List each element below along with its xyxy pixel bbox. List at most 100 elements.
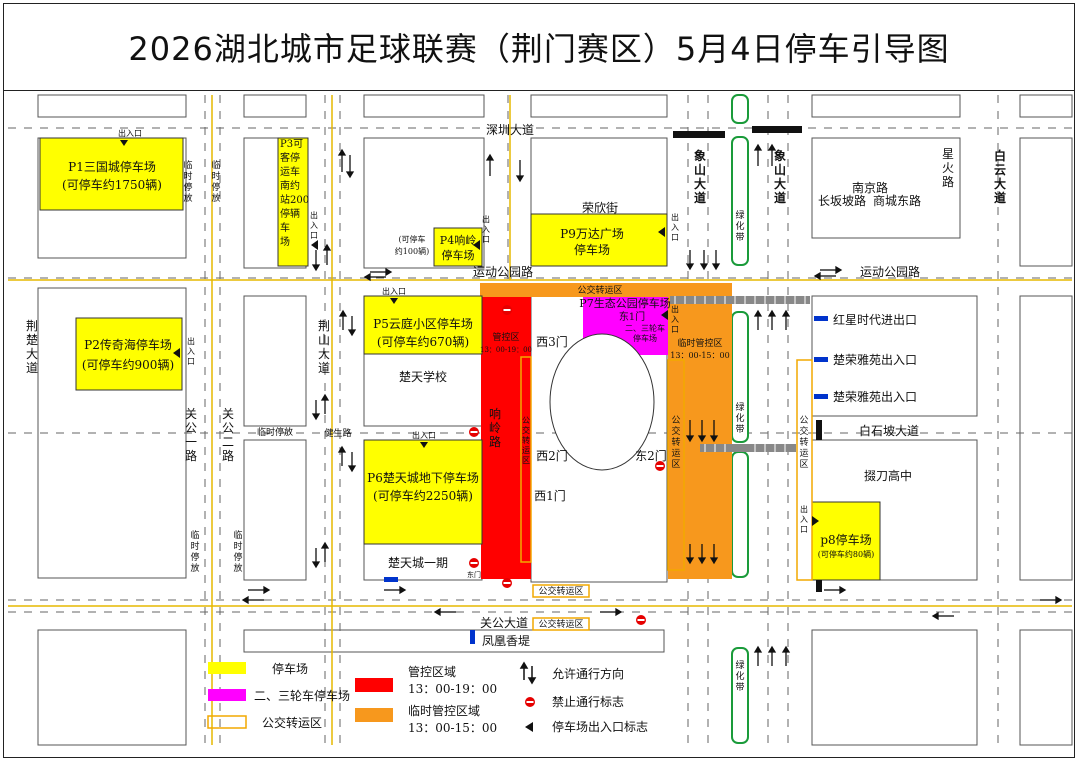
gate-east1: 东1门 xyxy=(619,310,645,323)
bus-zone-right xyxy=(796,359,813,581)
green-belt-strip xyxy=(731,647,749,744)
block xyxy=(811,295,978,417)
green-belt-label: 绿化带 xyxy=(735,401,744,435)
entrance-marker-blue xyxy=(814,394,828,399)
green-belt-strip xyxy=(731,451,749,578)
green-belt-label: 绿化带 xyxy=(735,659,744,693)
bus-zone-label-inner: 公交转运区 xyxy=(522,416,530,465)
bus-zone-bottom-1 xyxy=(532,584,590,598)
p7-sub: 二、三轮车停车场 xyxy=(625,323,665,343)
legend-swatch-tricycle xyxy=(208,689,246,701)
bus-zone-label-top: 公交转运区 xyxy=(577,284,622,296)
gate-east-small: 东门 xyxy=(467,570,481,579)
chuyayuan-entrance-2: 楚荣雅苑出入口 xyxy=(833,389,917,404)
crosswalk-hatch xyxy=(670,296,810,452)
legend-temp-time: 13：00-15：00 xyxy=(408,721,497,735)
entrance-label: 出入口 xyxy=(412,430,436,440)
bus-zone-inner xyxy=(520,356,532,563)
road-label-rongxin: 荣欣街 xyxy=(582,201,618,215)
road-label-baishipo: 白石坡大道 xyxy=(859,423,919,438)
legend-swatch-temp xyxy=(355,708,393,722)
gate-west3: 西3门 xyxy=(536,334,568,349)
road-label-yundong: 运动公园路 xyxy=(473,264,533,279)
p5-capacity: (可停车约670辆) xyxy=(377,334,469,349)
legend-bus: 公交转运区 xyxy=(262,715,322,730)
gate-west2: 西2门 xyxy=(536,448,568,463)
control-zone-time: 13：00-19：00 xyxy=(480,346,532,354)
road-barrier xyxy=(752,126,802,133)
entrance-label: 出入口 xyxy=(800,504,808,534)
road-label-yundong-east: 运动公园路 xyxy=(860,264,920,279)
temp-parking-label: 临时停放 xyxy=(183,159,192,204)
stadium xyxy=(549,333,655,471)
block xyxy=(37,629,187,746)
legend-temp: 临时管控区域 xyxy=(408,703,480,718)
gate-west1: 西1门 xyxy=(534,488,566,503)
control-zone-label: 管控区 xyxy=(492,331,519,343)
block xyxy=(1019,137,1073,267)
p4-capacity: (可停车约100辆) xyxy=(395,234,429,256)
legend-control-time: 13：00-19：00 xyxy=(408,682,497,696)
p9-name: P9万达广场停车场 xyxy=(560,227,624,257)
hongxing-entrance: 红星时代进出口 xyxy=(833,312,917,327)
legend xyxy=(207,661,537,732)
road-label-baiyun: 白云大道 xyxy=(994,148,1006,205)
legend-entrance: 停车场出入口标志 xyxy=(552,719,648,734)
temp-parking-label: 临时停放 xyxy=(257,426,293,438)
road-label-changban: 长坂坡路 xyxy=(818,193,866,208)
entrance-label: 出入口 xyxy=(310,210,318,240)
road-barrier xyxy=(816,580,822,592)
legend-forbidden: 禁止通行标志 xyxy=(552,695,624,709)
p2-parking-lot xyxy=(75,317,183,391)
p1-capacity: (可停车约1750辆) xyxy=(62,177,162,192)
bus-zone-left xyxy=(667,359,685,571)
p8-capacity: (可停车约80辆) xyxy=(818,549,874,559)
legend-allowed: 允许通行方向 xyxy=(552,666,624,681)
temp-parking-label: 临时停放 xyxy=(233,529,242,574)
legend-swatch-bus xyxy=(207,715,247,729)
p8-parking-lot xyxy=(811,501,881,581)
road-label-jingshan: 荆山大道 xyxy=(318,319,330,375)
chutian-phase1: 楚天城一期 xyxy=(388,556,448,570)
entrance-marker-blue xyxy=(814,357,828,362)
road-label-nanjing: 南京路 xyxy=(852,180,888,195)
temp-parking-label: 临时停放 xyxy=(211,159,220,204)
entrance-label: 出入口 xyxy=(482,214,490,244)
bus-zone-label-bottom1: 公交转运区 xyxy=(538,585,583,597)
p6-name: P6楚天城地下停车场 xyxy=(367,470,479,485)
entrance-label: 出入口 xyxy=(671,212,679,242)
map-title: 2026湖北城市足球联赛（荆门赛区）5月4日停车引导图 xyxy=(3,3,1075,91)
block xyxy=(37,94,187,118)
bus-zone-label-right: 公交转运区 xyxy=(799,415,808,470)
temp-zone-time: 13：00-15：00 xyxy=(670,351,729,360)
entrance-label: 出入口 xyxy=(118,128,142,138)
road-barrier xyxy=(673,131,725,138)
temp-control-zone-top xyxy=(480,283,732,297)
block xyxy=(1019,94,1073,118)
direction-arrows xyxy=(241,143,1063,666)
gate-east2: 东2门 xyxy=(635,448,667,463)
block xyxy=(811,629,978,746)
bus-zone-label-left: 公交转运区 xyxy=(671,415,680,470)
p6-capacity: (可停车约2250辆) xyxy=(373,488,473,503)
block xyxy=(811,94,961,118)
entrance-marker-blue xyxy=(384,577,398,582)
temp-zone-label: 临时管控区 xyxy=(677,337,722,349)
fenghuang-xiangdi: 凤凰香堤 xyxy=(482,634,530,648)
green-belt-label: 绿化带 xyxy=(735,209,744,243)
block xyxy=(1019,629,1073,746)
entrance-label: 出入口 xyxy=(671,304,679,334)
road-label-guangong: 关公大道 xyxy=(480,616,528,630)
road-label-guangong-2: 关公二路 xyxy=(222,407,234,463)
chutian-school: 楚天学校 xyxy=(399,369,447,384)
green-belt-strip xyxy=(731,94,749,124)
p4-parking-lot xyxy=(433,227,483,267)
legend-tricycle: 二、三轮车停车场 xyxy=(254,688,350,703)
p7-name: P7生态公园停车场 xyxy=(579,296,670,310)
road-label-shangcheng: 商城东路 xyxy=(873,193,921,208)
block xyxy=(243,295,307,427)
block xyxy=(243,94,307,118)
temp-parking-label: 临时停放 xyxy=(190,529,199,574)
p5-name: P5云庭小区停车场 xyxy=(373,316,473,331)
